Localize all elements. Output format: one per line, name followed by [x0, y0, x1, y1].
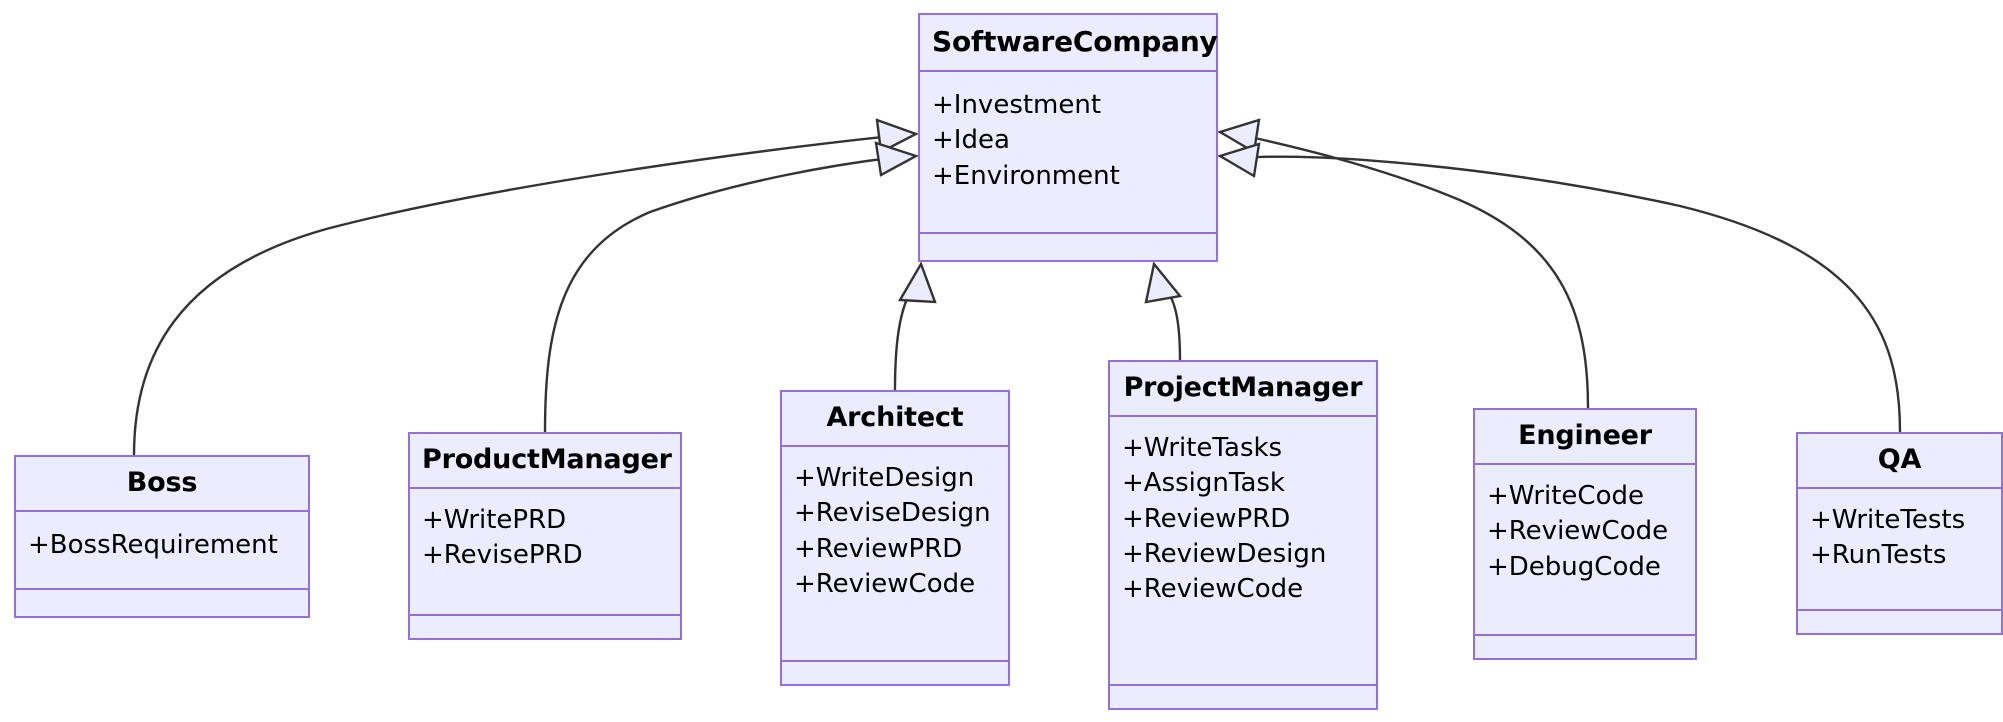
class-attributes: +Investment +Idea +Environment	[920, 72, 1216, 234]
class-attribute: +Investment	[932, 90, 1102, 120]
edge-projectmanager-to-softwarecompany	[1144, 261, 1183, 361]
class-attributes: +WriteTasks +AssignTask +ReviewPRD +Revi…	[1110, 417, 1376, 686]
class-attributes: +WriteTests +RunTests	[1798, 489, 2001, 611]
class-attribute: +ReviewPRD	[1122, 503, 1291, 534]
edge-architect-to-softwarecompany	[893, 261, 937, 391]
class-node-qa[interactable]: QA +WriteTests +RunTests	[1796, 432, 2003, 635]
class-methods	[1475, 636, 1695, 658]
class-methods	[1798, 611, 2001, 633]
class-methods	[920, 234, 1216, 260]
class-title: Engineer	[1475, 410, 1695, 465]
class-node-projectmanager[interactable]: ProjectManager +WriteTasks +AssignTask +…	[1108, 360, 1378, 710]
class-attributes: +WriteDesign +ReviseDesign +ReviewPRD +R…	[782, 447, 1008, 662]
class-title: ProductManager	[410, 434, 680, 489]
class-attribute: +ReviewDesign	[1122, 539, 1327, 570]
class-attributes: +BossRequirement	[16, 512, 308, 590]
class-attribute: +ReviewPRD	[794, 533, 963, 564]
class-attribute: +RunTests	[1810, 540, 1947, 571]
class-attribute: +WriteDesign	[794, 463, 975, 493]
class-attribute: +ReviseDesign	[794, 498, 991, 529]
class-attributes: +WritePRD +RevisePRD	[410, 489, 680, 616]
class-attribute: +BossRequirement	[28, 530, 278, 560]
class-attribute: +WritePRD	[422, 505, 567, 535]
class-attribute: +WriteTests	[1810, 505, 1966, 535]
class-title: Boss	[16, 457, 308, 512]
class-attribute: +ReviewCode	[794, 569, 976, 600]
class-node-softwarecompany[interactable]: SoftwareCompany +Investment +Idea +Envir…	[918, 13, 1218, 262]
class-attribute: +AssignTask	[1122, 468, 1285, 499]
class-methods	[410, 616, 680, 638]
class-node-engineer[interactable]: Engineer +WriteCode +ReviewCode +DebugCo…	[1473, 408, 1697, 660]
class-methods	[782, 662, 1008, 684]
class-attribute: +ReviewCode	[1487, 516, 1669, 547]
class-attribute: +ReviewCode	[1122, 574, 1304, 605]
class-node-productmanager[interactable]: ProductManager +WritePRD +RevisePRD	[408, 432, 682, 640]
class-attributes: +WriteCode +ReviewCode +DebugCode	[1475, 465, 1695, 636]
class-attribute: +WriteTasks	[1122, 433, 1283, 463]
class-attribute: +RevisePRD	[422, 540, 583, 571]
class-node-architect[interactable]: Architect +WriteDesign +ReviseDesign +Re…	[780, 390, 1010, 686]
class-title: ProjectManager	[1110, 362, 1376, 417]
class-attribute: +DebugCode	[1487, 551, 1661, 582]
class-attribute: +Environment	[932, 160, 1120, 191]
class-attribute: +WriteCode	[1487, 481, 1644, 511]
class-title: Architect	[782, 392, 1008, 447]
class-methods	[16, 590, 308, 616]
class-attribute: +Idea	[932, 125, 1010, 156]
class-node-boss[interactable]: Boss +BossRequirement	[14, 455, 310, 618]
class-title: QA	[1798, 434, 2001, 489]
class-title: SoftwareCompany	[920, 15, 1218, 72]
class-methods	[1110, 686, 1376, 708]
edge-productmanager-to-softwarecompany	[543, 141, 920, 433]
